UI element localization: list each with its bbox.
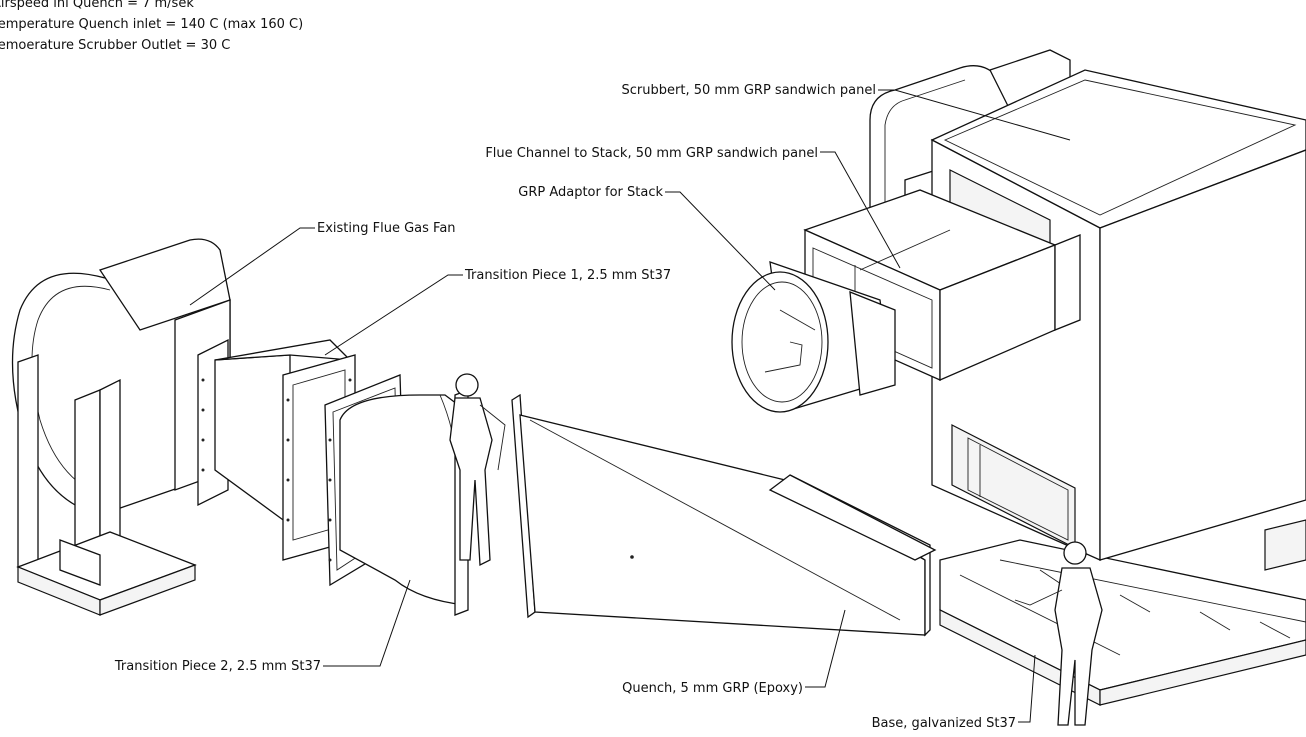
label-fan: Existing Flue Gas Fan — [317, 221, 456, 236]
person-near-transition — [449, 373, 506, 567]
person-near-scrubber — [1014, 541, 1103, 726]
base-frame — [939, 519, 1306, 706]
label-flue-channel: Flue Channel to Stack, 50 mm GRP sandwic… — [485, 146, 818, 161]
flue-gas-fan — [11, 238, 231, 616]
spec-airspeed: Airspeed ini Quench = 7 m/sek — [0, 0, 194, 11]
label-transition-1: Transition Piece 1, 2.5 mm St37 — [464, 268, 671, 283]
spec-scrubber-outlet-temp: Temoerature Scrubber Outlet = 30 C — [0, 38, 231, 53]
label-base: Base, galvanized St37 — [872, 716, 1016, 731]
label-scrubber: Scrubbert, 50 mm GRP sandwich panel — [622, 83, 876, 98]
transition-piece-2 — [324, 374, 469, 616]
spec-quench-inlet-temp: Temperature Quench inlet = 140 C (max 16… — [0, 17, 304, 32]
label-transition-2: Transition Piece 2, 2.5 mm St37 — [114, 659, 321, 674]
quench — [511, 393, 937, 637]
callouts: Scrubbert, 50 mm GRP sandwich panel Flue… — [114, 83, 1071, 731]
grp-adaptor — [731, 261, 896, 413]
label-adaptor: GRP Adaptor for Stack — [518, 185, 663, 200]
label-quench: Quench, 5 mm GRP (Epoxy) — [622, 681, 803, 696]
